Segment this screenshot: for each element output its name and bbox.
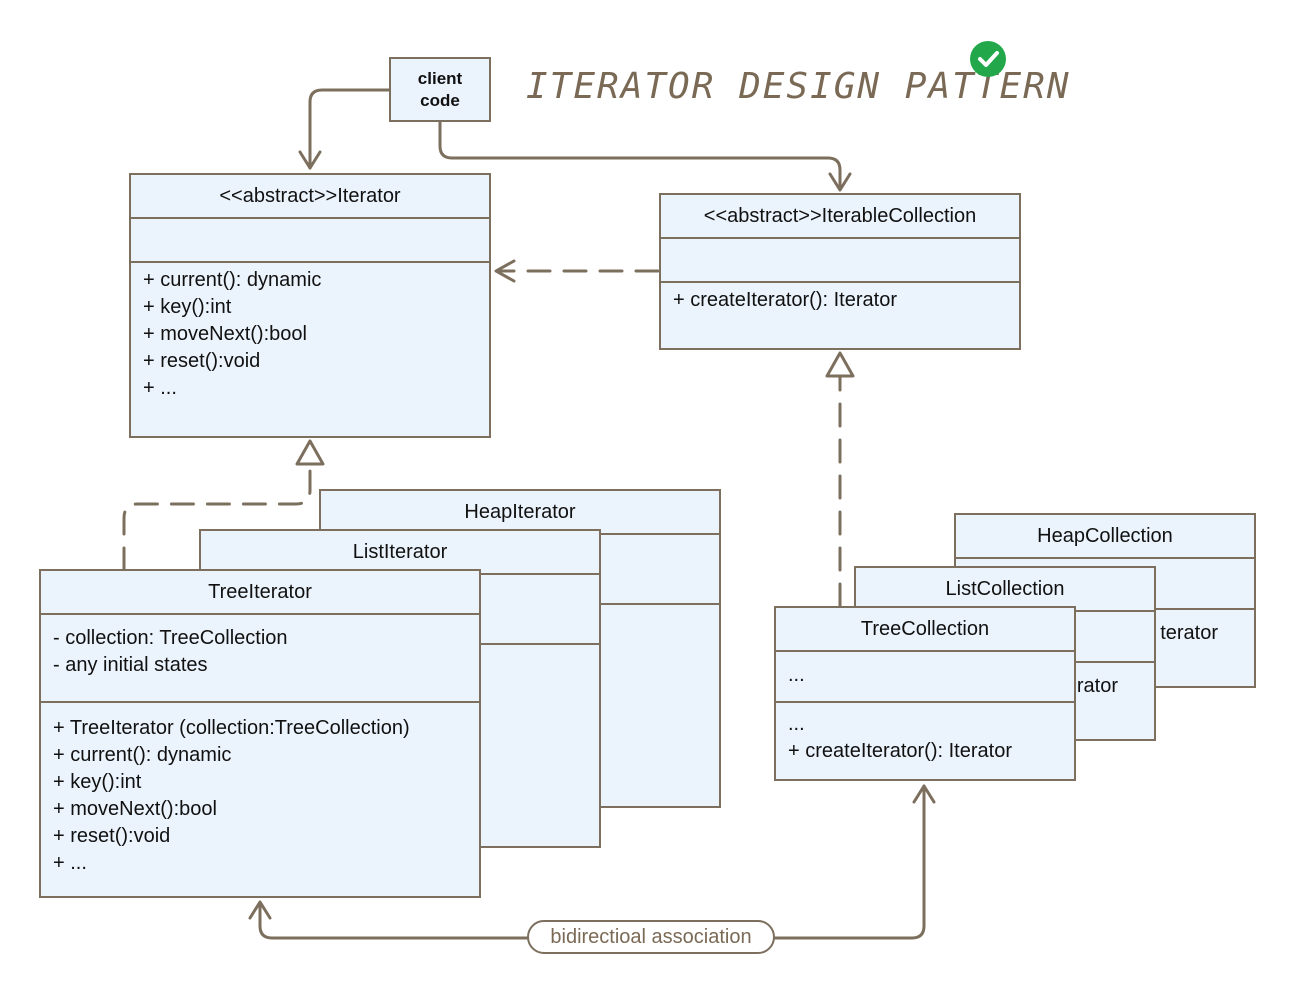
method: + current(): dynamic xyxy=(53,744,232,766)
method: + createIterator(): Iterator xyxy=(673,289,897,311)
method: + current(): dynamic xyxy=(143,269,322,291)
class-header: <<abstract>>Iterator xyxy=(131,175,489,219)
class-header: TreeIterator xyxy=(41,571,479,615)
method: + key():int xyxy=(143,296,232,318)
method: + reset():void xyxy=(53,825,171,847)
association-label: bidirectioal association xyxy=(527,920,775,954)
fields-section xyxy=(661,239,1019,283)
method: + createIterator(): Iterator xyxy=(788,740,1012,762)
client-code-box: client code xyxy=(389,57,491,122)
method: + moveNext():bool xyxy=(53,798,217,820)
client-label-1: client xyxy=(417,68,463,88)
method: ... xyxy=(788,713,805,735)
tree-collection-class: TreeCollection ... ... + createIterator(… xyxy=(774,606,1076,781)
methods-section: + createIterator(): Iterator xyxy=(661,283,1019,320)
methods-section: terator xyxy=(956,610,1254,653)
method-partial: rator xyxy=(1076,675,1118,697)
client-to-collection-arrow xyxy=(438,120,842,190)
client-to-iterator-arrow xyxy=(308,88,391,170)
fields-section: - collection: TreeCollection - any initi… xyxy=(41,615,479,703)
method: + TreeIterator (collection:TreeCollectio… xyxy=(53,717,410,739)
class-header: <<abstract>>IterableCollection xyxy=(661,195,1019,239)
check-icon xyxy=(970,41,1006,77)
fields-section: ... xyxy=(776,652,1074,703)
iterable-collection-class: <<abstract>>IterableCollection + createI… xyxy=(659,193,1021,350)
methods-section: ... + createIterator(): Iterator xyxy=(776,703,1074,771)
methods-section: + current(): dynamic + key():int + moveN… xyxy=(131,263,489,408)
fields-section xyxy=(131,219,489,263)
methods-section: + TreeIterator (collection:TreeCollectio… xyxy=(41,703,479,883)
field: - collection: TreeCollection xyxy=(53,627,288,649)
method: + ... xyxy=(53,852,87,874)
iterator-realization xyxy=(122,462,312,572)
method: + moveNext():bool xyxy=(143,323,307,345)
iterator-class: <<abstract>>Iterator + current(): dynami… xyxy=(129,173,491,438)
tree-iterator-class: TreeIterator - collection: TreeCollectio… xyxy=(39,569,481,898)
method-partial: terator xyxy=(1160,622,1218,644)
class-header: HeapCollection xyxy=(956,515,1254,559)
class-header: TreeCollection xyxy=(776,608,1074,652)
field: - any initial states xyxy=(53,654,208,676)
method: + key():int xyxy=(53,771,142,793)
client-label-2: code xyxy=(420,90,460,110)
method: + reset():void xyxy=(143,350,261,372)
field: ... xyxy=(788,664,805,686)
method: + ... xyxy=(143,377,177,399)
methods-section: rator xyxy=(856,663,1154,706)
